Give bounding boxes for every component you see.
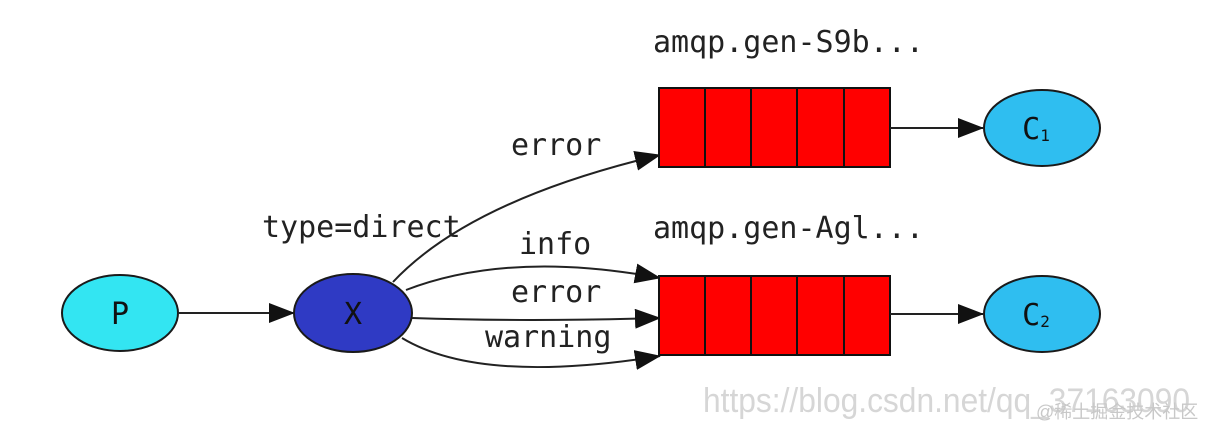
consumer2-subscript: 2 — [1040, 312, 1050, 331]
binding-label-queue2-error: error — [511, 275, 601, 310]
consumer2-label: C2 — [1022, 298, 1050, 333]
queue2-rect — [658, 275, 891, 356]
consumer1-label: C1 — [1022, 112, 1050, 147]
watermark-url: https://blog.csdn.net/qq_37163090 — [703, 382, 1190, 420]
binding-label-queue2-warning: warning — [485, 320, 611, 355]
queue1-box — [658, 87, 891, 168]
binding-edge-queue1-error — [392, 151, 661, 283]
watermark-brand: @稀土掘金技术社区 — [1036, 402, 1198, 422]
consumer1-subscript: 1 — [1040, 126, 1050, 145]
exchange-label: X — [344, 297, 362, 332]
consumer2-node: C2 — [983, 275, 1101, 353]
consumer2-ellipse — [983, 275, 1101, 353]
consumer1-ellipse — [983, 89, 1101, 167]
exchange-ellipse — [293, 273, 413, 353]
queue1-rect — [658, 87, 891, 168]
exchange-node: X — [293, 273, 413, 353]
queue2-box — [658, 275, 891, 356]
binding-label-queue2-info: info — [519, 227, 591, 262]
consumer1-node: C1 — [983, 89, 1101, 167]
binding-edge-queue2-info — [405, 263, 661, 291]
consumer1-letter: C — [1022, 112, 1040, 147]
binding-edge-queue2-error — [411, 308, 661, 329]
producer-label: P — [111, 297, 129, 332]
queue2-name: amqp.gen-Agl... — [653, 211, 924, 246]
consumer2-letter: C — [1022, 298, 1040, 333]
queue1-name: amqp.gen-S9b... — [653, 25, 924, 60]
binding-label-queue1-error: error — [511, 128, 601, 163]
producer-node: P — [61, 274, 179, 352]
exchange-type-label: type=direct — [262, 210, 461, 245]
binding-edge-queue2-warning — [401, 337, 661, 370]
